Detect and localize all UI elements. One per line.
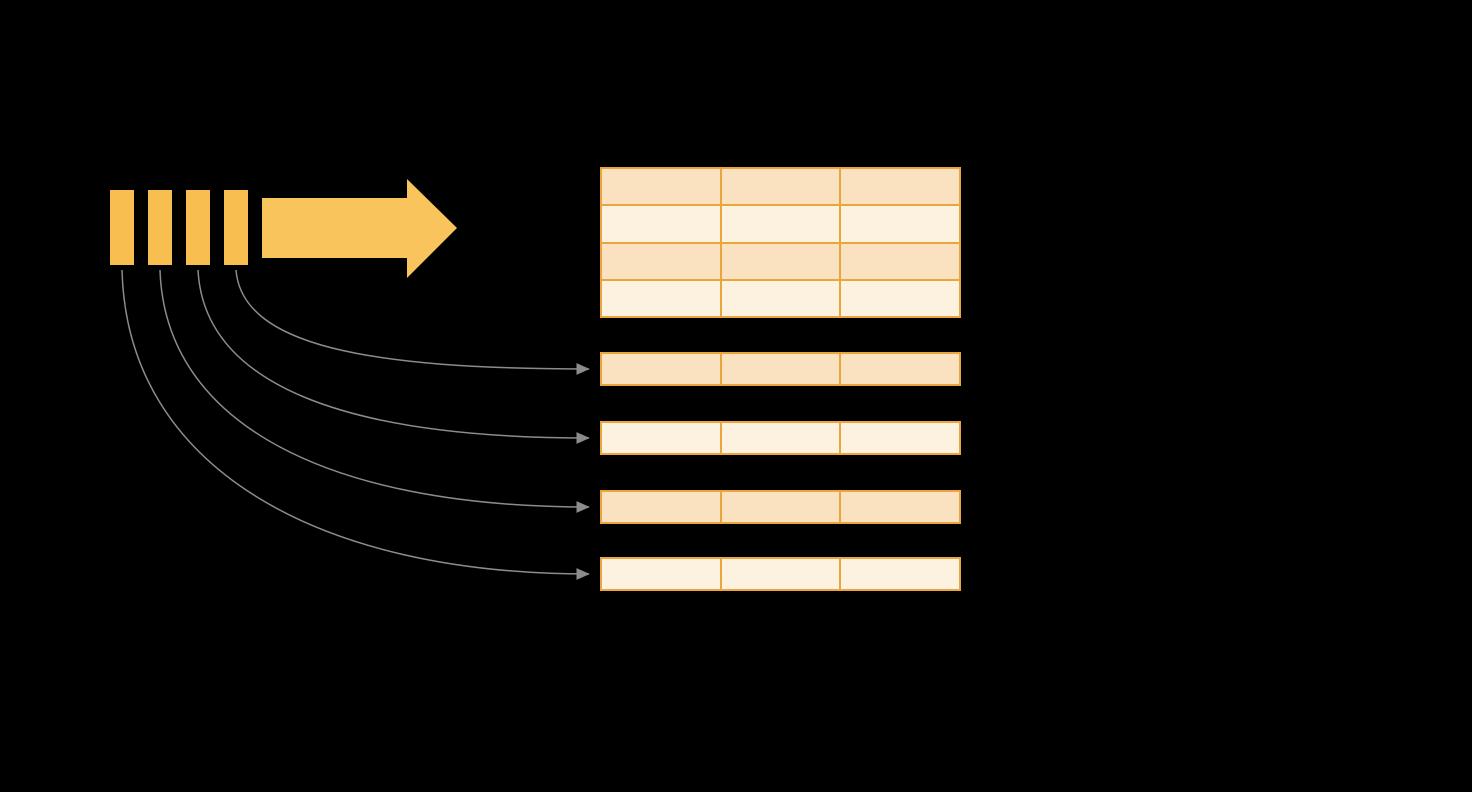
table-cell bbox=[841, 280, 959, 316]
table-cell bbox=[721, 206, 840, 242]
table-cell bbox=[721, 492, 840, 522]
table-cell bbox=[841, 423, 959, 453]
table-cell bbox=[602, 423, 720, 453]
table-cell bbox=[721, 243, 840, 279]
table-cell bbox=[721, 423, 840, 453]
connector-arrow bbox=[235, 269, 590, 375]
table-cell bbox=[602, 492, 720, 522]
stream-bar bbox=[110, 190, 134, 265]
table-cell bbox=[721, 280, 840, 316]
table-cell bbox=[841, 169, 959, 205]
stream-bar bbox=[148, 190, 172, 265]
table-cell bbox=[841, 354, 959, 384]
table-cell bbox=[602, 280, 720, 316]
connector-arrow bbox=[121, 269, 590, 580]
table-cell bbox=[841, 559, 959, 589]
table-cell bbox=[721, 354, 840, 384]
record-row-table bbox=[600, 352, 961, 386]
table-cell bbox=[721, 559, 840, 589]
table-cell bbox=[602, 169, 720, 205]
table-cell bbox=[841, 492, 959, 522]
stream-bar bbox=[224, 190, 248, 265]
table-cell bbox=[841, 206, 959, 242]
table-cell bbox=[602, 206, 720, 242]
main-table bbox=[600, 167, 961, 318]
record-row-table bbox=[600, 421, 961, 455]
table-cell bbox=[602, 559, 720, 589]
flow-arrow bbox=[262, 179, 457, 278]
connector-arrow bbox=[197, 269, 590, 444]
table-cell bbox=[841, 243, 959, 279]
connector-arrow bbox=[159, 269, 590, 513]
table-cell bbox=[602, 354, 720, 384]
table-cell bbox=[602, 243, 720, 279]
record-row-table bbox=[600, 557, 961, 591]
record-row-table bbox=[600, 490, 961, 524]
stream-bar bbox=[186, 190, 210, 265]
table-cell bbox=[721, 169, 840, 205]
